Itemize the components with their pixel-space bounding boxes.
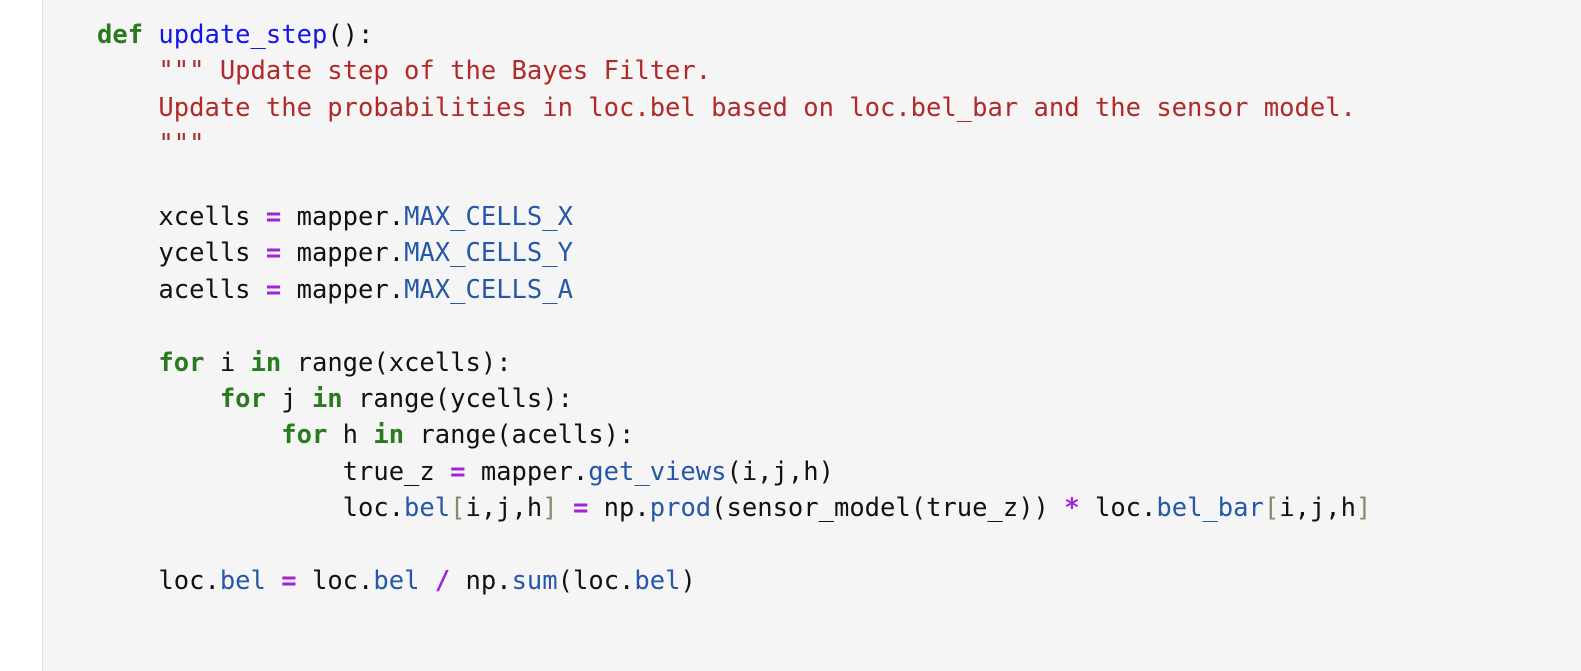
code-token: ycells [97, 238, 266, 269]
code-line [97, 163, 1371, 199]
operator-token: / [434, 565, 451, 596]
code-line: Update the probabilities in loc.bel base… [97, 90, 1371, 126]
code-line: """ Update step of the Bayes Filter. [97, 53, 1371, 89]
code-token: mapper. [281, 201, 405, 232]
code-line: ycells = mapper.MAX_CELLS_Y [97, 235, 1371, 271]
code-token: loc. [1079, 493, 1157, 524]
code-token: mapper. [465, 456, 589, 487]
attribute-token: bel [219, 565, 266, 596]
code-line: """ [97, 126, 1371, 162]
code-line [97, 308, 1371, 344]
operator-token: = [450, 456, 466, 487]
operator-token: = [281, 565, 297, 596]
code-token: range(acells): [404, 420, 635, 451]
code-line: for j in range(ycells): [97, 381, 1371, 417]
attribute-token: MAX_CELLS_Y [404, 238, 573, 269]
code-token [97, 93, 158, 123]
attribute-token: prod [649, 493, 712, 524]
code-token: (i,j,h) [726, 456, 834, 487]
code-editor[interactable]: def update_step(): """ Update step of th… [97, 17, 1371, 599]
code-line: loc.bel[i,j,h] = np.prod(sensor_model(tr… [97, 490, 1372, 526]
attribute-token: bel [634, 565, 681, 596]
code-token: loc. [97, 565, 220, 596]
code-token: range(ycells): [342, 383, 573, 414]
code-token [419, 566, 434, 596]
cell-gutter [0, 0, 42, 671]
code-line: for h in range(acells): [97, 417, 1371, 453]
code-token: i,j,h [465, 493, 543, 524]
code-token [97, 348, 158, 378]
code-token: xcells [97, 201, 266, 232]
operator-token: = [572, 493, 589, 524]
code-token: i,j,h [1279, 493, 1356, 524]
keyword-token: def [97, 20, 144, 50]
attribute-token: MAX_CELLS_A [404, 274, 573, 305]
operator-token: * [1064, 493, 1080, 524]
bracket-token: [ [1263, 493, 1280, 524]
keyword-token: in [311, 383, 343, 414]
bracket-token: [ [450, 493, 466, 524]
string-token: """ Update step of the Bayes Filter. [158, 56, 712, 87]
operator-token: = [265, 201, 282, 232]
code-token: np. [588, 493, 650, 524]
code-line: acells = mapper.MAX_CELLS_A [97, 272, 1371, 308]
operator-token: = [265, 238, 282, 269]
operator-token: = [265, 274, 282, 305]
code-token: i [204, 347, 251, 378]
keyword-token: in [373, 420, 405, 451]
attribute-token: bel [373, 565, 420, 596]
code-token [97, 384, 220, 414]
code-token [97, 56, 158, 86]
code-token [143, 20, 158, 50]
code-token [97, 129, 158, 159]
code-line: loc.bel = loc.bel / np.sum(loc.bel) [97, 563, 1371, 599]
code-token: j [265, 383, 312, 414]
code-token: np. [450, 565, 512, 596]
keyword-token: in [250, 347, 282, 378]
code-token [558, 493, 573, 523]
code-token: (): [327, 20, 374, 50]
code-line: def update_step(): [97, 17, 1371, 53]
code-token: loc. [296, 565, 374, 596]
attribute-token: bel [404, 493, 451, 524]
bracket-token: ] [542, 493, 558, 524]
code-token: loc. [97, 493, 405, 524]
code-cell[interactable]: def update_step(): """ Update step of th… [42, 0, 1581, 671]
code-token: h [327, 420, 374, 451]
code-token: mapper. [281, 238, 405, 269]
code-token [97, 420, 281, 450]
attribute-token: MAX_CELLS_X [404, 201, 573, 232]
code-token: ) [680, 565, 696, 596]
attribute-token: sum [511, 565, 558, 596]
code-token: range(xcells): [281, 347, 512, 378]
string-token: Update the probabilities in loc.bel base… [158, 92, 1356, 123]
function-name-token: update_step [158, 20, 328, 50]
code-token: acells [97, 274, 266, 305]
bracket-token: ] [1355, 493, 1372, 524]
attribute-token: bel_bar [1156, 493, 1264, 524]
code-token: (loc. [557, 565, 635, 596]
code-token: mapper. [281, 274, 405, 305]
code-token: (sensor_model(true_z)) [711, 493, 1065, 524]
code-line: for i in range(xcells): [97, 345, 1371, 381]
keyword-token: for [219, 383, 266, 414]
code-token: true_z [97, 456, 451, 487]
string-token: """ [158, 129, 205, 160]
attribute-token: get_views [588, 456, 727, 487]
code-token [266, 566, 281, 596]
code-line: true_z = mapper.get_views(i,j,h) [97, 454, 1371, 490]
keyword-token: for [158, 347, 205, 378]
code-line [97, 526, 1371, 562]
code-line: xcells = mapper.MAX_CELLS_X [97, 199, 1371, 235]
keyword-token: for [281, 420, 328, 451]
